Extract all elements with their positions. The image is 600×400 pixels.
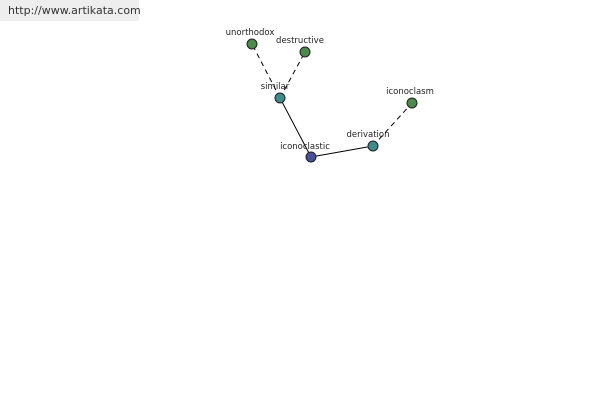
node-dot-iconoclastic[interactable] bbox=[305, 151, 317, 163]
graph-nodes: iconoclastic similar unorthodoxdestructive… bbox=[226, 28, 434, 163]
node-iconoclastic[interactable]: iconoclastic bbox=[280, 142, 330, 163]
node-label-iconoclasm[interactable]: iconoclasm bbox=[386, 87, 434, 97]
node-label-iconoclastic[interactable]: iconoclastic bbox=[280, 142, 330, 152]
edge-iconoclastic-similar bbox=[279, 97, 312, 158]
node-similar[interactable]: similar bbox=[261, 82, 290, 104]
node-unorthodox[interactable]: unorthodox bbox=[226, 28, 275, 50]
node-dot-unorthodox[interactable] bbox=[246, 38, 258, 50]
edge-iconoclastic-derivation bbox=[310, 145, 374, 158]
node-dot-iconoclasm[interactable] bbox=[406, 97, 418, 109]
edge-derivation-iconoclasm bbox=[372, 102, 413, 147]
node-label-similar[interactable]: similar bbox=[261, 82, 290, 92]
node-dot-destructive[interactable] bbox=[299, 46, 311, 58]
edge-similar-unorthodox bbox=[251, 43, 281, 99]
node-label-unorthodox[interactable]: unorthodox bbox=[226, 28, 275, 38]
graph-edges bbox=[251, 43, 413, 158]
node-label-destructive[interactable]: destructive bbox=[276, 36, 324, 46]
node-dot-similar[interactable] bbox=[274, 92, 286, 104]
node-iconoclasm[interactable]: iconoclasm bbox=[386, 87, 434, 109]
source-url-watermark: http://www.artikata.com bbox=[0, 0, 141, 21]
node-destructive[interactable]: destructive bbox=[276, 36, 324, 58]
node-label-derivation[interactable]: derivation bbox=[346, 130, 389, 140]
node-dot-derivation[interactable] bbox=[367, 140, 379, 152]
node-derivation[interactable]: derivation bbox=[346, 130, 390, 152]
